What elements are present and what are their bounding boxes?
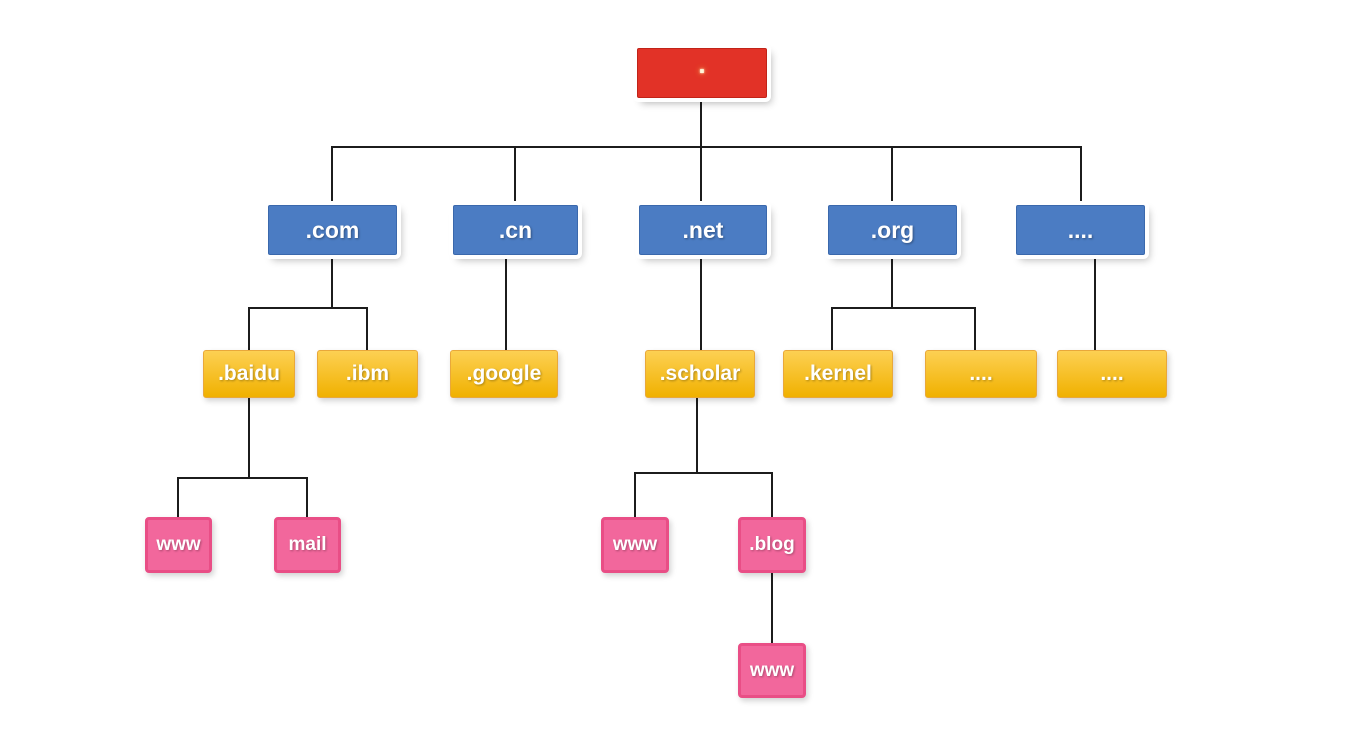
edge-to-org [891,146,893,205]
edge-net-to-scholar [700,255,702,350]
edge-to-blog [771,472,773,517]
edge-to-www-scholar [634,472,636,517]
edge-baidu-down [248,398,250,478]
node-google: .google [450,350,558,398]
node-blog-label: .blog [749,534,795,555]
node-www-baidu-label: www [156,534,201,555]
node-baidu-label: .baidu [218,362,280,385]
node-root: . [637,48,767,98]
edge-scholar-bus [634,472,773,474]
node-kernel-label: .kernel [804,362,872,385]
node-ibm-label: .ibm [345,362,390,385]
edge-to-ibm [366,307,368,350]
node-kernel: .kernel [783,350,893,398]
node-cn-label: .cn [498,216,533,243]
edge-com-bus [248,307,368,309]
node-com: .com [268,205,397,255]
node-cn: .cn [453,205,578,255]
node-tld-ellipsis-label: .... [1067,216,1094,243]
node-tld-ellipsis: .... [1016,205,1145,255]
node-net: .net [639,205,767,255]
edge-dots-to-dots [1094,255,1096,350]
node-domain-ellipsis-1: .... [925,350,1037,398]
edge-to-dots-org [974,307,976,350]
edge-to-com [331,146,333,205]
edge-cn-to-google [505,255,507,350]
edge-to-www-baidu [177,477,179,517]
edge-to-baidu [248,307,250,350]
node-blog: .blog [738,517,806,573]
edge-com-down [331,255,333,309]
node-baidu: .baidu [203,350,295,398]
node-domain-ellipsis-2-label: .... [1100,362,1124,385]
node-domain-ellipsis-1-label: .... [969,362,993,385]
node-www-scholar-label: www [612,534,658,555]
edge-tld-bus [331,146,1081,148]
node-www-baidu: www [145,517,212,573]
edge-root-down [700,98,702,205]
node-scholar-label: .scholar [659,362,741,385]
node-com-label: .com [305,216,360,243]
edge-baidu-bus [177,477,308,479]
node-www-scholar: www [601,517,669,573]
node-net-label: .net [682,216,724,243]
node-scholar: .scholar [645,350,755,398]
node-ibm: .ibm [317,350,418,398]
edge-org-bus [831,307,976,309]
edge-to-cn [514,146,516,205]
edge-to-kernel [831,307,833,350]
node-mail: mail [274,517,341,573]
node-www-blog: www [738,643,806,698]
node-root-label: . [698,48,706,79]
node-www-blog-label: www [749,659,795,681]
edge-blog-to-www [771,573,773,643]
edge-scholar-down [696,398,698,473]
node-mail-label: mail [288,534,327,555]
node-org: .org [828,205,957,255]
node-domain-ellipsis-2: .... [1057,350,1167,398]
edge-org-down [891,255,893,309]
node-google-label: .google [466,362,542,385]
edge-to-dots-tld [1080,146,1082,205]
edge-to-mail [306,477,308,517]
node-org-label: .org [870,216,915,243]
